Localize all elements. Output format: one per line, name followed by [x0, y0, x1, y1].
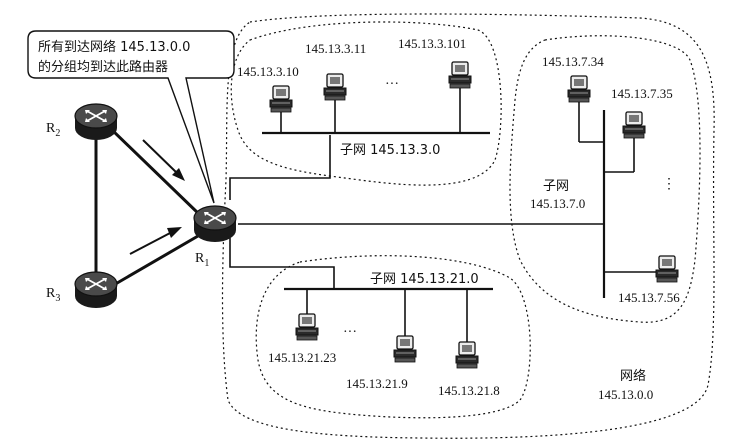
host-label: 145.13.21.8	[438, 383, 500, 398]
pc-icon	[323, 73, 347, 101]
network-boundary	[221, 13, 715, 439]
router-label-r1: R1	[195, 251, 209, 269]
subnet-21-boundary	[255, 255, 531, 419]
network-label-line1: 网络	[620, 368, 646, 384]
router-icon-r3	[74, 271, 118, 309]
ellipsis: ···	[385, 77, 399, 92]
callout-line2: 的分组均到达此路由器	[38, 59, 168, 75]
wire-r1-subnet21	[229, 238, 335, 289]
host-label: 145.13.7.34	[542, 54, 604, 69]
ellipsis: ···	[343, 325, 357, 340]
pc-icon	[455, 341, 479, 369]
pc-icon	[295, 313, 319, 341]
router-icon-r1	[193, 205, 237, 243]
host-label: 145.13.21.23	[268, 350, 336, 365]
router-icon-r2	[74, 103, 118, 141]
pc-icon	[269, 85, 293, 113]
host-label: 145.13.3.101	[398, 36, 466, 51]
subnet-label-line1: 子网	[543, 179, 569, 194]
callout: 所有到达网络 145.13.0.0 的分组均到达此路由器	[27, 30, 235, 204]
pc-icon	[622, 111, 646, 139]
link-r3-r1	[111, 234, 199, 288]
pc-icon	[567, 75, 591, 103]
subnet-7-boundary	[509, 35, 701, 323]
subnet-label: 子网 145.13.21.0	[370, 272, 479, 287]
host-label: 145.13.7.35	[611, 86, 673, 101]
wire-r1-subnet3	[229, 135, 331, 200]
network-label-line2: 145.13.0.0	[598, 387, 653, 402]
pc-icon	[393, 335, 417, 363]
arrow-r3-to-r1	[129, 227, 182, 255]
pc-icon	[655, 255, 679, 283]
subnet-label-line2: 145.13.7.0	[530, 196, 585, 211]
link-r2-r1	[108, 126, 202, 217]
host-label: 145.13.3.11	[305, 41, 366, 56]
router-label-r3: R3	[46, 286, 60, 304]
subnet-3-boundary	[230, 21, 502, 186]
ellipsis: ⋮	[662, 177, 676, 192]
host-label: 145.13.21.9	[346, 376, 408, 391]
pc-icon	[448, 61, 472, 89]
host-label: 145.13.3.10	[237, 64, 299, 79]
arrow-r2-to-r1	[142, 139, 185, 181]
host-label: 145.13.7.56	[618, 290, 680, 305]
router-label-r2: R2	[46, 121, 60, 139]
callout-line1: 所有到达网络 145.13.0.0	[38, 39, 190, 55]
subnet-label: 子网 145.13.3.0	[340, 143, 440, 158]
